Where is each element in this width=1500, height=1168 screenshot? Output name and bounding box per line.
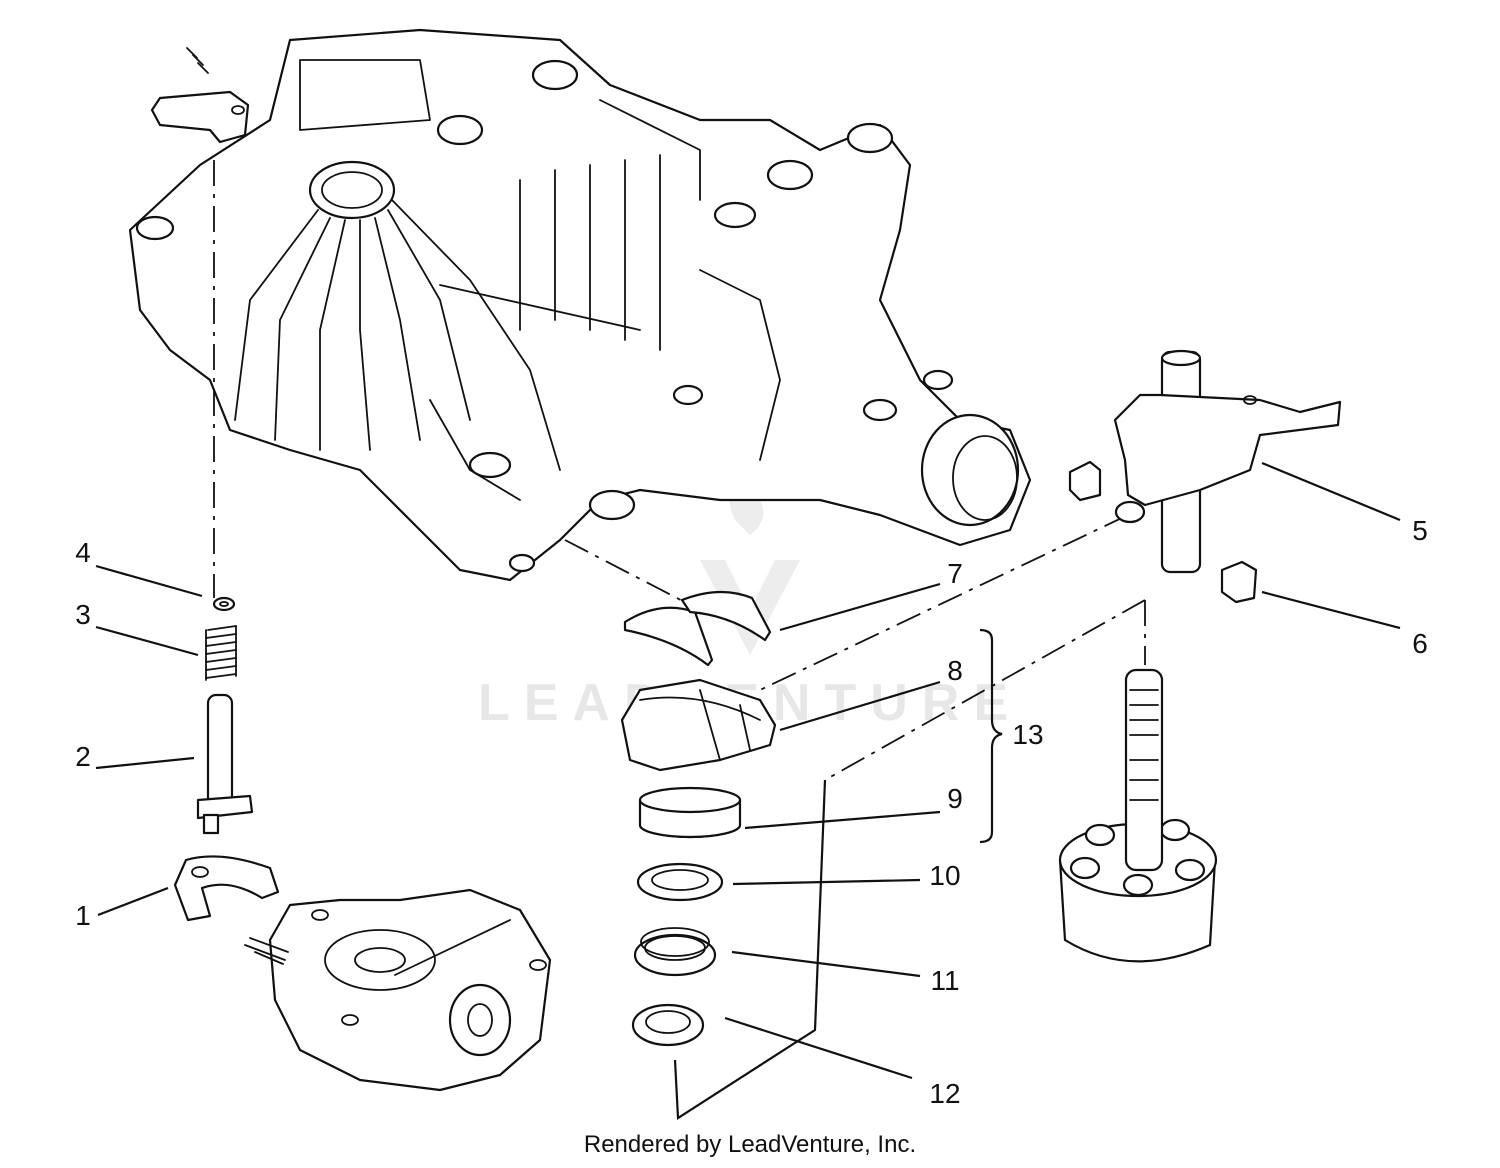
part-6-slider-block [1068,460,1258,604]
part-8-swashplate [620,678,777,772]
part-12-washer [631,1003,705,1047]
part-7-bearing-halves [623,590,772,667]
callout-6: 6 [1412,628,1428,659]
part-5-shift-fork [1113,349,1342,574]
part-2-shaft [196,693,254,835]
centerline-shaft [824,599,1146,781]
part-10-washer [636,862,724,902]
control-arm [150,47,250,144]
cylinder-block [1058,668,1218,963]
part-9-sleeve [638,786,742,839]
callout-4: 4 [75,537,91,568]
callout-9: 9 [947,783,963,814]
part-11-seal [633,927,717,977]
part-3-spring [205,625,237,681]
part-4-washer [212,596,236,612]
callout-3: 3 [75,599,91,630]
callout-10: 10 [929,860,960,891]
footer-credit: Rendered by LeadVenture, Inc. [584,1131,916,1158]
callout-5: 5 [1412,515,1428,546]
callout-11: 11 [930,965,959,996]
transmission-housing [128,28,1032,582]
callout-1: 1 [75,900,91,931]
callout-numbers: 4 3 2 1 5 6 7 8 9 10 11 12 13 [75,515,1428,1109]
callout-12: 12 [929,1078,960,1109]
centerline-8 [759,514,1129,691]
callout-2: 2 [75,741,91,772]
callout-8: 8 [947,655,963,686]
part-1-bracket [173,855,280,922]
leader-lines [95,461,1401,1120]
pump-block [244,888,552,1092]
centerline-7 [564,539,701,611]
callout-13: 13 [1012,719,1043,750]
callout-7: 7 [947,558,963,589]
